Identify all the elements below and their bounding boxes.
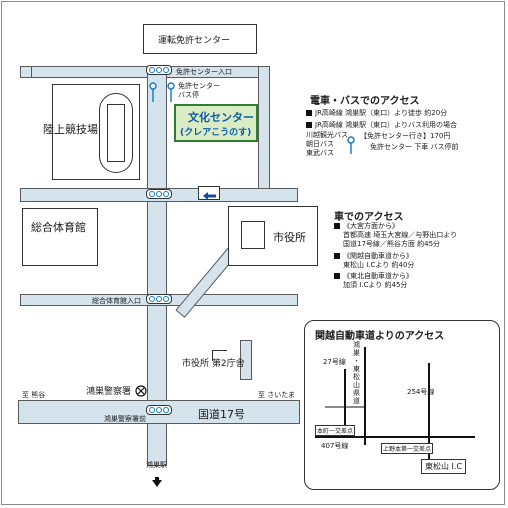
- city-hall-2-marker: [212, 350, 227, 361]
- stadium-label: 陸上競技場: [43, 123, 98, 136]
- inset-kounosu-road: 鴻 巣 ・ 東 松 山 県 道: [353, 341, 360, 405]
- bus-stop-icon-right: [166, 82, 176, 104]
- general-gym: 総合体育館: [22, 208, 98, 266]
- bus-stop-icon-access: [346, 136, 356, 156]
- station-label: 鴻巣駅: [146, 461, 167, 469]
- inset-motojuku: 本町一交差点: [315, 425, 356, 436]
- stadium-track: [99, 93, 133, 173]
- general-gym-label: 総合体育館: [31, 221, 86, 234]
- inset-map: 関越自動車道よりのアクセス 27号線 鴻 巣 ・ 東 松 山 県 道 254号線…: [304, 320, 500, 490]
- culture-center[interactable]: 文化センター (クレアこうのす): [174, 104, 258, 142]
- station-arrow-icon: [152, 472, 162, 487]
- route17-label: 国道17号: [198, 408, 245, 421]
- one-way-arrow-icon: [198, 186, 220, 200]
- train-bus-item-2: JR高崎線 鴻巣駅（東口）よりバス利用の場合: [306, 120, 457, 130]
- inset-road407: 407号線: [321, 442, 349, 450]
- car-item-2: 《関越自動車道から》 東松山 I.Cより 約40分: [334, 252, 414, 270]
- signal-license-center-entrance: [146, 65, 172, 75]
- license-center-label: 運転免許センター: [158, 36, 231, 46]
- road-left-stub: [20, 66, 32, 78]
- car-item-1: 《大宮方面から》 首都高速 埼玉大宮線／与野出口より 国道17号線／熊谷方面 約…: [334, 222, 457, 249]
- police-label: 鴻巣警察署: [86, 387, 132, 397]
- road-side-street: [240, 340, 252, 380]
- road-right-vertical: [258, 66, 270, 196]
- bus-route: 【免許センター行き】170円: [360, 132, 451, 140]
- train-bus-item-1: JR高崎線 鴻巣駅（東口）より徒歩 約20分: [306, 108, 447, 118]
- city-hall-2-label: 市役所 第2庁舎: [182, 359, 245, 369]
- inset-uenohon: 上野本第一交差点: [381, 443, 434, 454]
- signal-middle: [146, 189, 172, 199]
- train-bus-title: 電車・バスでのアクセス: [310, 96, 420, 107]
- gym-entrance-label: 総合体育館入口: [92, 297, 141, 305]
- police-icon: [135, 382, 147, 397]
- license-center-box: 運転免許センター: [143, 24, 257, 54]
- police-front-label: 鴻巣警察署前: [104, 415, 146, 423]
- bus-stop-icon-left: [148, 82, 158, 104]
- city-hall: 市役所: [228, 206, 318, 266]
- culture-center-label: 文化センター: [188, 111, 254, 124]
- car-item-3: 《東北自動車道から》 加須 I.Cより 約45分: [334, 272, 413, 290]
- bus-stop-note: 免許センター 下車 バス停前: [370, 143, 459, 151]
- stadium: 陸上競技場: [43, 84, 140, 180]
- inset-title: 関越自動車道よりのアクセス: [315, 331, 445, 342]
- bus-stop-label: 免許センター バス停: [178, 82, 220, 99]
- inset-ic: 東松山 I.C: [421, 459, 467, 474]
- culture-center-sublabel: (クレアこうのす): [180, 128, 252, 138]
- city-hall-label: 市役所: [273, 231, 306, 244]
- stadium-field: [107, 104, 125, 162]
- inset-road27: 27号線: [323, 358, 346, 366]
- to-kumagaya-label: 至 熊谷: [22, 391, 46, 399]
- city-hall-inner: [241, 221, 265, 249]
- car-title: 車でのアクセス: [334, 212, 404, 223]
- inset-road254: 254号線: [407, 388, 435, 396]
- bus-companies: 川越観光バス 朝日バス 東武バス: [306, 131, 348, 157]
- signal-gym-entrance: [146, 294, 172, 304]
- inset-roads: [315, 347, 475, 459]
- to-saitama-label: 至 さいたま: [258, 391, 296, 399]
- license-center-entrance-label: 免許センター入口: [176, 68, 232, 76]
- signal-police-front: [146, 405, 172, 415]
